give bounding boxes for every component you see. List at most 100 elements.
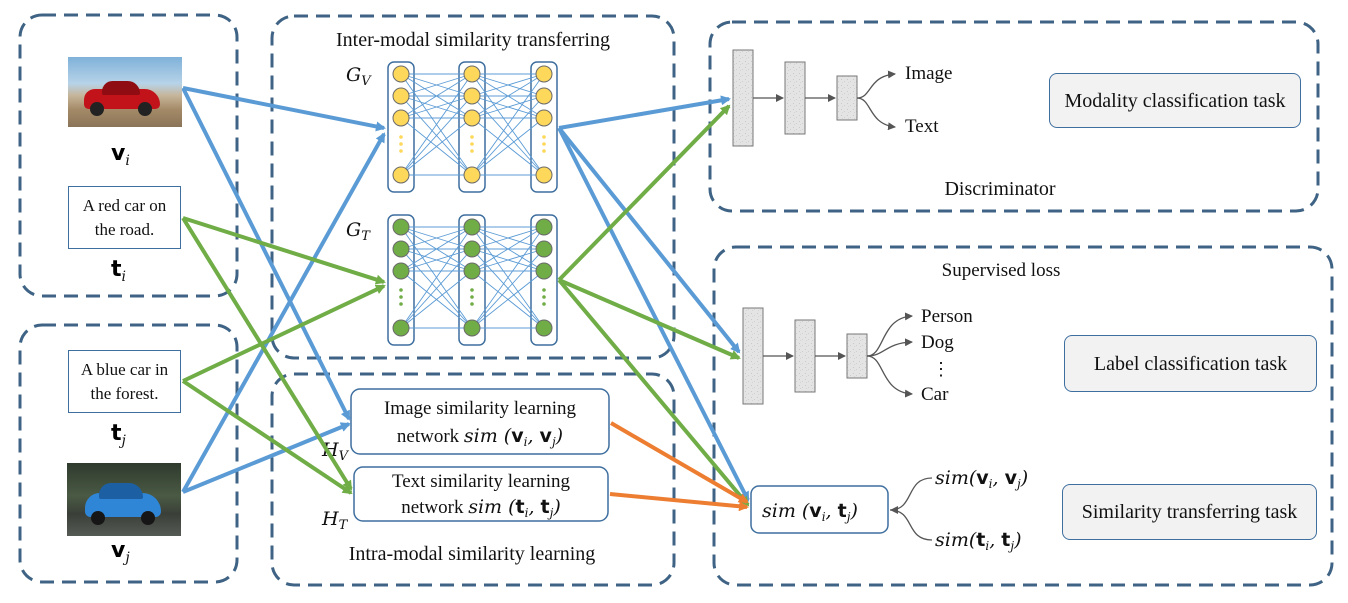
- g-t-edge: [471, 226, 545, 329]
- cls-layer-3: [846, 333, 868, 379]
- image-sim-module-line1: Image similarity learning: [384, 398, 577, 419]
- supervised-loss-title: Supervised loss: [942, 260, 1061, 281]
- arrow-gv-to-disc: [558, 95, 731, 130]
- g-t-node: [392, 218, 410, 236]
- g-t-edge: [400, 226, 473, 329]
- g-t-edge: [400, 248, 473, 272]
- g-v-node: [463, 166, 481, 184]
- label-v-i: vi: [111, 141, 130, 169]
- caption-t-j-text: A blue car in the forest.: [80, 359, 169, 403]
- g-t-connections: [400, 226, 545, 329]
- text-sim-module-line2: network sim (ti, tj): [401, 496, 561, 520]
- caption-t-j: A blue car in the forest.: [68, 350, 181, 413]
- g-v-edge: [471, 73, 545, 176]
- disc-branch-image: [856, 70, 896, 99]
- text-flow-arrows: [181, 104, 750, 507]
- generator-g-v: [387, 61, 558, 193]
- arrow-gv-to-cls: [557, 126, 741, 354]
- region-inter-modal: [270, 14, 676, 360]
- arrow-vj-to-gv: [181, 132, 386, 493]
- g-v-node: [463, 87, 481, 105]
- discriminator-title: Discriminator: [944, 178, 1055, 200]
- g-v-edge: [400, 117, 473, 176]
- cls-layer-1: [742, 307, 764, 405]
- blue-car-image: [67, 463, 181, 536]
- g-v-ellipsis-dot: [542, 149, 546, 153]
- disc-branch-text: [856, 97, 896, 131]
- image-flow-arrows: [181, 86, 750, 502]
- g-v-ellipsis-dot: [470, 135, 474, 139]
- g-t-node: [535, 319, 553, 337]
- arrow-ti-to-text-sim: [181, 216, 353, 491]
- h-t-label: HT: [321, 508, 349, 533]
- g-t-ellipsis-dot: [399, 288, 403, 292]
- arrow-image-sim-to-sim: [609, 421, 749, 504]
- g-v-node: [535, 166, 553, 184]
- cls-layer-2: [794, 319, 816, 393]
- caption-t-i: A red car on the road.: [68, 186, 181, 249]
- g-v-label: GV: [346, 64, 372, 89]
- disc-layer-2: [784, 61, 806, 135]
- inter-modal-title: Inter-modal similarity transferring: [336, 29, 610, 51]
- discriminator-network: [732, 49, 896, 147]
- red-car-roof: [102, 81, 140, 95]
- g-t-edge: [400, 226, 473, 250]
- red-car-wheel-front: [90, 102, 104, 116]
- g-t-ellipsis-dot: [470, 302, 474, 306]
- similarity-transferring-task: Similarity transferring task: [1062, 484, 1317, 540]
- g-v-node: [392, 109, 410, 127]
- arrow-gt-to-disc: [557, 104, 731, 282]
- arrow-tj-to-text-sim: [181, 379, 353, 495]
- arrow-vj-to-image-sim: [182, 422, 351, 494]
- g-t-ellipsis-dot: [542, 288, 546, 292]
- g-t-node: [535, 218, 553, 236]
- g-t-node: [463, 319, 481, 337]
- g-v-edge: [471, 95, 545, 119]
- red-car-wheel-rear: [138, 102, 152, 116]
- g-t-ellipsis-dot: [542, 295, 546, 299]
- intra-flow-arrows: [609, 421, 749, 512]
- g-v-node: [392, 87, 410, 105]
- g-t-node: [535, 240, 553, 258]
- g-t-edge: [471, 248, 545, 329]
- g-t-edge: [400, 248, 473, 329]
- g-v-edge: [400, 73, 473, 119]
- modality-classification-task: Modality classification task: [1049, 73, 1301, 128]
- g-v-ellipsis-dot: [470, 142, 474, 146]
- g-t-node: [463, 262, 481, 280]
- g-v-edge: [471, 73, 545, 119]
- cls-branch-person: [866, 312, 913, 357]
- label-classification-task: Label classification task: [1064, 335, 1317, 392]
- g-v-ellipsis-dot: [470, 149, 474, 153]
- arrow-gt-to-cls: [558, 278, 741, 360]
- blue-car-wheel-rear: [141, 511, 155, 525]
- modality-classification-task-label: Modality classification task: [1064, 89, 1286, 112]
- label-classification-task-label: Label classification task: [1093, 352, 1288, 375]
- arrow-text-sim-to-sim: [609, 492, 749, 512]
- arrow-tj-to-gt: [182, 284, 386, 383]
- g-v-edge: [400, 95, 473, 119]
- cls-output-car: Car: [921, 384, 949, 405]
- blue-car-wheel-front: [91, 511, 105, 525]
- arrow-gt-to-sim: [557, 278, 750, 507]
- g-v-node: [535, 87, 553, 105]
- g-t-label: GT: [346, 219, 371, 244]
- g-t-edge: [471, 248, 545, 272]
- g-v-edge: [400, 95, 473, 176]
- g-v-connections: [400, 73, 545, 176]
- red-car-image: [68, 57, 182, 127]
- g-v-node: [392, 65, 410, 83]
- g-v-node: [463, 65, 481, 83]
- cls-branch-dog: [866, 338, 913, 357]
- sim-target-image: sim(vi, vj): [935, 467, 1028, 491]
- g-v-edge: [400, 73, 473, 176]
- g-v-ellipsis-dot: [542, 135, 546, 139]
- disc-layer-3: [836, 75, 858, 121]
- g-t-edge: [400, 270, 473, 329]
- similarity-transferring-task-label: Similarity transferring task: [1081, 501, 1298, 523]
- sim-vt-text: sim (vi, tj): [762, 500, 858, 524]
- g-t-ellipsis-dot: [470, 288, 474, 292]
- g-t-node: [535, 262, 553, 280]
- image-sim-module-box: [350, 388, 610, 455]
